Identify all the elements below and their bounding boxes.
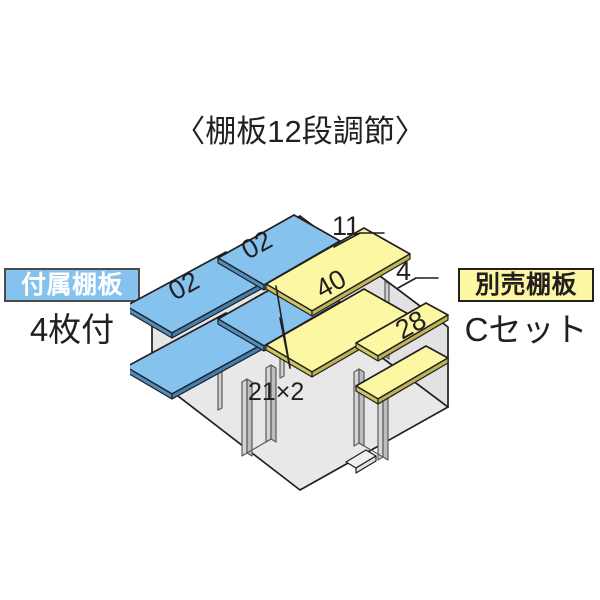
shed-interior-diagram: .ol { stroke:#231f20; stroke-width:1.7; …: [130, 200, 475, 500]
callout-4: 4: [396, 256, 411, 286]
shelf-optional-4: [355, 345, 449, 405]
page-title: 〈棚板12段調節〉: [174, 114, 426, 149]
callout-leader-lines: [275, 232, 439, 369]
included-shelf-count: 4枚付: [29, 311, 115, 348]
optional-shelf-set: Cセット: [464, 311, 588, 348]
door-threshold: [345, 449, 377, 474]
included-shelf-label: 付属棚板 4枚付: [4, 268, 140, 350]
left-shelf-post: [241, 364, 277, 457]
shelf-optional-3: [355, 302, 449, 362]
callout-11: 11: [332, 211, 360, 241]
optional-shelf-badge: 別売棚板: [458, 268, 594, 302]
included-shelf-badge: 付属棚板: [4, 268, 140, 302]
callout-21x2: 21×2: [248, 378, 304, 406]
optional-shelf-label: 別売棚板 Cセット: [458, 268, 594, 350]
